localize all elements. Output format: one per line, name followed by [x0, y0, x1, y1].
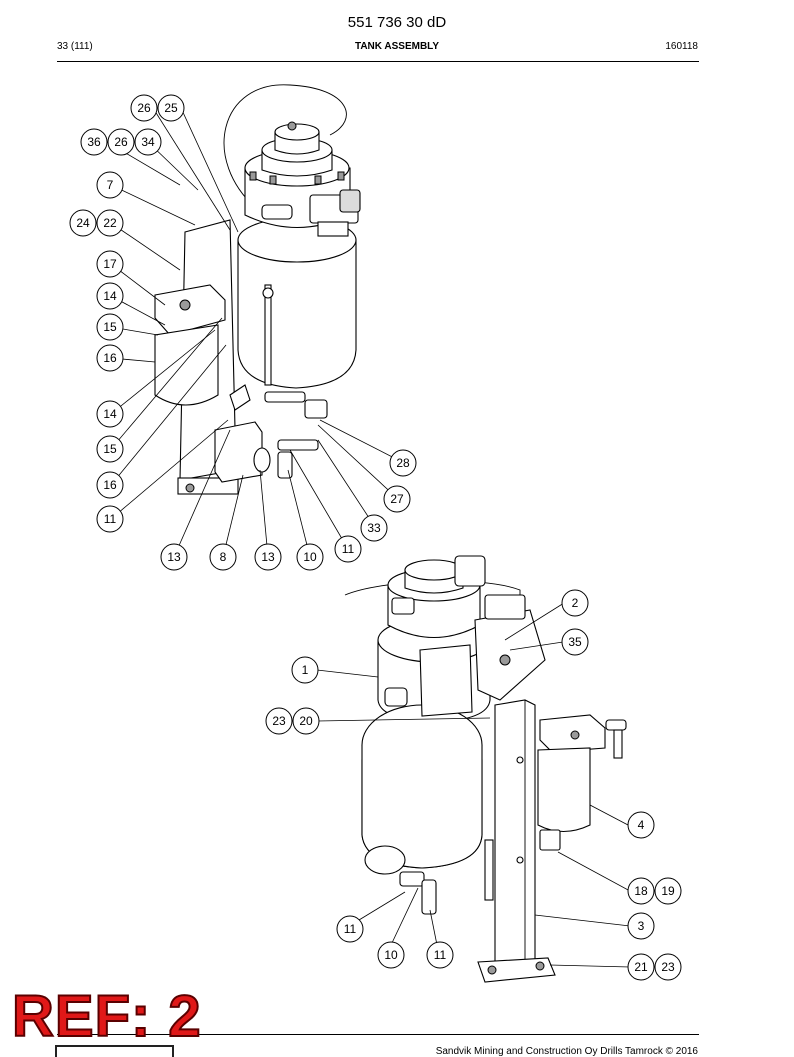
svg-text:17: 17: [103, 257, 117, 271]
svg-text:16: 16: [103, 351, 117, 365]
callout-10: 10: [296, 543, 324, 571]
svg-text:14: 14: [103, 289, 117, 303]
svg-text:35: 35: [568, 635, 582, 649]
svg-text:4: 4: [638, 818, 645, 832]
callout-15: 15: [96, 313, 124, 341]
svg-text:13: 13: [167, 550, 181, 564]
callout-23: 23: [654, 953, 682, 981]
callout-8: 8: [209, 543, 237, 571]
callout-21: 21: [627, 953, 655, 981]
page-title: TANK ASSEMBLY: [354, 41, 440, 52]
date-code: 160118: [665, 41, 698, 52]
svg-text:8: 8: [220, 550, 227, 564]
callout-11: 11: [96, 505, 124, 533]
svg-text:27: 27: [390, 492, 404, 506]
svg-text:25: 25: [164, 101, 178, 115]
callout-28: 28: [389, 449, 417, 477]
callout-15: 15: [96, 435, 124, 463]
callout-20: 20: [292, 707, 320, 735]
callout-16: 16: [96, 471, 124, 499]
svg-text:2: 2: [572, 596, 579, 610]
callout-14: 14: [96, 400, 124, 428]
lower-view: [316, 555, 631, 983]
callout-10: 10: [377, 941, 405, 969]
svg-text:13: 13: [261, 550, 275, 564]
callout-18: 18: [627, 877, 655, 905]
upper-view: [106, 84, 405, 558]
callout-33: 33: [360, 514, 388, 542]
svg-text:11: 11: [342, 542, 355, 556]
callout-24: 24: [69, 209, 97, 237]
svg-text:26: 26: [137, 101, 151, 115]
svg-text:20: 20: [299, 714, 313, 728]
svg-text:11: 11: [104, 512, 117, 526]
svg-text:24: 24: [76, 216, 90, 230]
svg-text:36: 36: [87, 135, 101, 149]
svg-text:22: 22: [103, 216, 117, 230]
callout-25: 25: [157, 94, 185, 122]
svg-text:3: 3: [638, 919, 645, 933]
footer-rule: [57, 1034, 699, 1035]
callout-13: 13: [160, 543, 188, 571]
callout-27: 27: [383, 485, 411, 513]
header-rule: [57, 61, 699, 62]
callout-4: 4: [627, 811, 655, 839]
document-number: 551 736 30 dD: [347, 14, 447, 31]
svg-text:10: 10: [303, 550, 317, 564]
svg-text:11: 11: [434, 948, 447, 962]
svg-text:15: 15: [103, 320, 117, 334]
svg-text:1: 1: [302, 663, 309, 677]
callout-17: 17: [96, 250, 124, 278]
callout-16: 16: [96, 344, 124, 372]
logo-frame: [55, 1045, 174, 1057]
svg-text:7: 7: [107, 178, 114, 192]
callout-11: 11: [336, 915, 364, 943]
callout-11: 11: [334, 535, 362, 563]
callout-2: 2: [561, 589, 589, 617]
svg-text:11: 11: [344, 922, 357, 936]
svg-text:34: 34: [141, 135, 155, 149]
callout-23: 23: [265, 707, 293, 735]
svg-text:18: 18: [634, 884, 648, 898]
svg-text:14: 14: [103, 407, 117, 421]
svg-text:23: 23: [661, 960, 675, 974]
callout-bubbles: 26 25 36 26 34 7 24 22 17 14 15 16 14 15…: [69, 94, 682, 981]
svg-text:10: 10: [384, 948, 398, 962]
callout-14: 14: [96, 282, 124, 310]
callout-13: 13: [254, 543, 282, 571]
callout-19: 19: [654, 877, 682, 905]
svg-text:19: 19: [661, 884, 675, 898]
svg-text:33: 33: [367, 521, 381, 535]
callout-7: 7: [96, 171, 124, 199]
svg-text:15: 15: [103, 442, 117, 456]
svg-text:16: 16: [103, 478, 117, 492]
callout-3: 3: [627, 912, 655, 940]
svg-text:23: 23: [272, 714, 286, 728]
callout-34: 34: [134, 128, 162, 156]
callout-22: 22: [96, 209, 124, 237]
ref-stamp: REF: 2: [11, 984, 202, 1049]
svg-text:21: 21: [634, 960, 648, 974]
callout-26: 26: [130, 94, 158, 122]
svg-text:26: 26: [114, 135, 128, 149]
callout-36: 36: [80, 128, 108, 156]
svg-text:28: 28: [396, 456, 410, 470]
page-number: 33 (111): [57, 41, 93, 52]
callout-26: 26: [107, 128, 135, 156]
footer-copyright: Sandvik Mining and Construction Oy Drill…: [435, 1046, 698, 1057]
callout-1: 1: [291, 656, 319, 684]
callout-35: 35: [561, 628, 589, 656]
callout-11: 11: [426, 941, 454, 969]
